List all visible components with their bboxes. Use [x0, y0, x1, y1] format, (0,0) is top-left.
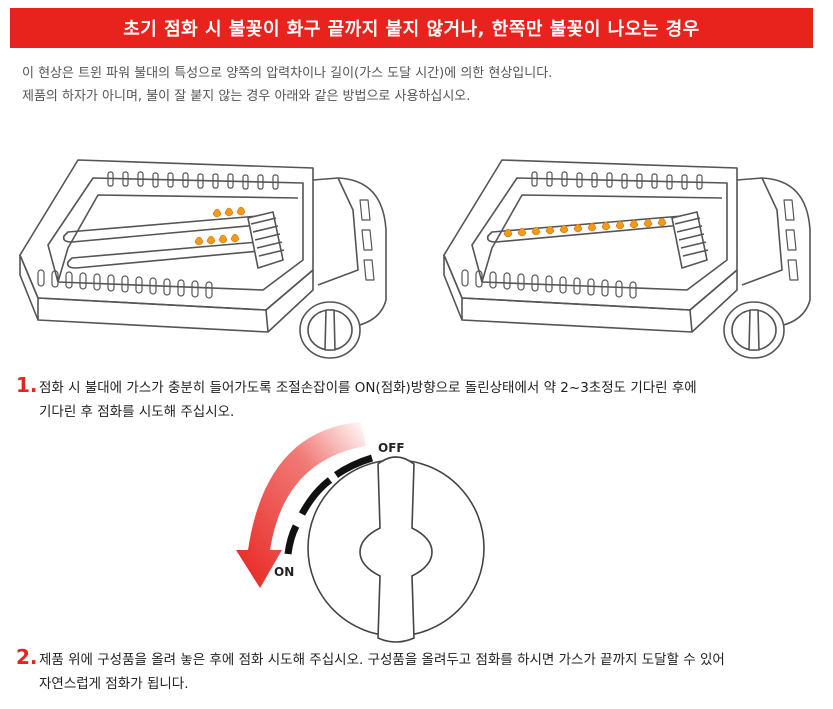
stove-illustration-partial-flame	[19, 159, 387, 359]
step-2-line-2: 자연스럽게 점화가 됩니다.	[39, 676, 189, 692]
on-label: ON	[274, 565, 294, 579]
step-1-line-2: 기다린 후 점화를 시도해 주십시오.	[39, 404, 235, 420]
knob-handle	[359, 456, 433, 643]
step-1-number: 1.	[16, 373, 38, 397]
flame-icons-full	[503, 217, 667, 238]
instruction-step-2: 2. 제품 위에 구성품을 올려 놓은 후에 점화 시도해 주십시오. 구성품을…	[16, 645, 821, 696]
intro-line-1: 이 현상은 트윈 파워 불대의 특성으로 양쪽의 압력차이나 길이(가스 도달 …	[22, 66, 553, 81]
instruction-step-1: 1. 점화 시 불대에 가스가 충분히 들어가도록 조절손잡이를 ON(점화)방…	[16, 373, 821, 424]
intro-text: 이 현상은 트윈 파워 불대의 특성으로 양쪽의 압력차이나 길이(가스 도달 …	[22, 62, 812, 108]
rotation-arrow-icon	[236, 422, 366, 588]
header-banner: 초기 점화 시 불꽃이 화구 끝까지 붙지 않거나, 한쪽만 불꽃이 나오는 경…	[10, 8, 813, 48]
step-1-line-1: 점화 시 불대에 가스가 충분히 들어가도록 조절손잡이를 ON(점화)방향으로…	[39, 380, 697, 396]
dial-arc-segment	[334, 454, 374, 478]
banner-title: 초기 점화 시 불꽃이 화구 끝까지 붙지 않거나, 한쪽만 불꽃이 나오는 경…	[123, 19, 700, 40]
step-2-line-1: 제품 위에 구성품을 올려 놓은 후에 점화 시도해 주십시오. 구성품을 올려…	[39, 652, 725, 668]
flame-icons-partial	[194, 206, 246, 246]
step-2-number: 2.	[16, 645, 38, 669]
dial-arc-segment	[284, 524, 300, 555]
off-label: OFF	[378, 441, 405, 455]
stove-illustration-full-flame	[443, 159, 811, 359]
knob-rotation-diagram: OFF ON	[236, 422, 485, 643]
dial-arc-segment	[298, 477, 333, 516]
intro-line-2: 제품의 하자가 아니며, 불이 잘 붙지 않는 경우 아래와 같은 방법으로 사…	[22, 89, 471, 104]
